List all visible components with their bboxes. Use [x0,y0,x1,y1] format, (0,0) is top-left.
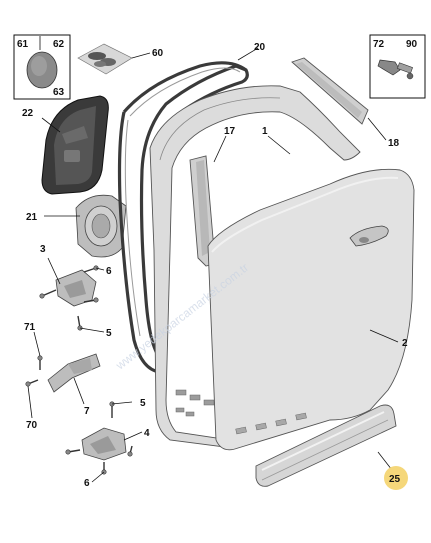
callout-61: 61 [17,39,29,50]
callout-22: 22 [22,108,34,119]
part-4-lower-hinge [65,401,133,475]
callout-25-highlight [384,466,408,490]
part-21-bracket [75,194,127,258]
callout-1: 1 [262,126,268,137]
callout-90: 90 [406,39,418,50]
part-2-outer-door-skin [207,168,415,451]
part-3-upper-hinge [39,265,99,331]
part-20-weatherstrip [117,61,249,374]
callout-62: 62 [53,39,65,50]
part-7-check-strap [25,353,101,393]
callout-18: 18 [388,138,400,149]
callout-5-upper: 5 [106,328,112,339]
inset-box-clip [369,34,426,99]
callout-20: 20 [254,42,266,53]
callout-2: 2 [402,338,408,349]
part-1-door-frame [149,85,361,449]
inset-box-cover-plug [13,34,71,100]
callout-4: 4 [144,428,150,439]
callout-71: 71 [24,322,36,333]
part-18-window-trim [291,57,369,125]
callout-6-lower: 6 [84,478,90,489]
door-handle [349,225,389,247]
clip-part [377,59,414,80]
callout-7: 7 [84,406,90,417]
callout-21: 21 [26,212,38,223]
callout-6-upper: 6 [106,266,112,277]
callout-3: 3 [40,244,46,255]
callout-63: 63 [53,87,65,98]
callout-labels: 61 62 63 60 20 72 90 22 17 1 18 21 3 6 5… [17,39,418,489]
callout-72: 72 [373,39,385,50]
callout-5-lower: 5 [140,398,146,409]
part-22-inner-panel [41,95,109,195]
leader-lines [27,36,399,483]
part-60-pads [77,43,151,75]
callout-70: 70 [26,420,38,431]
callout-25: 25 [389,474,401,485]
part-25-lower-moulding [255,404,397,487]
callout-60: 60 [152,48,164,59]
callout-17: 17 [224,126,236,137]
